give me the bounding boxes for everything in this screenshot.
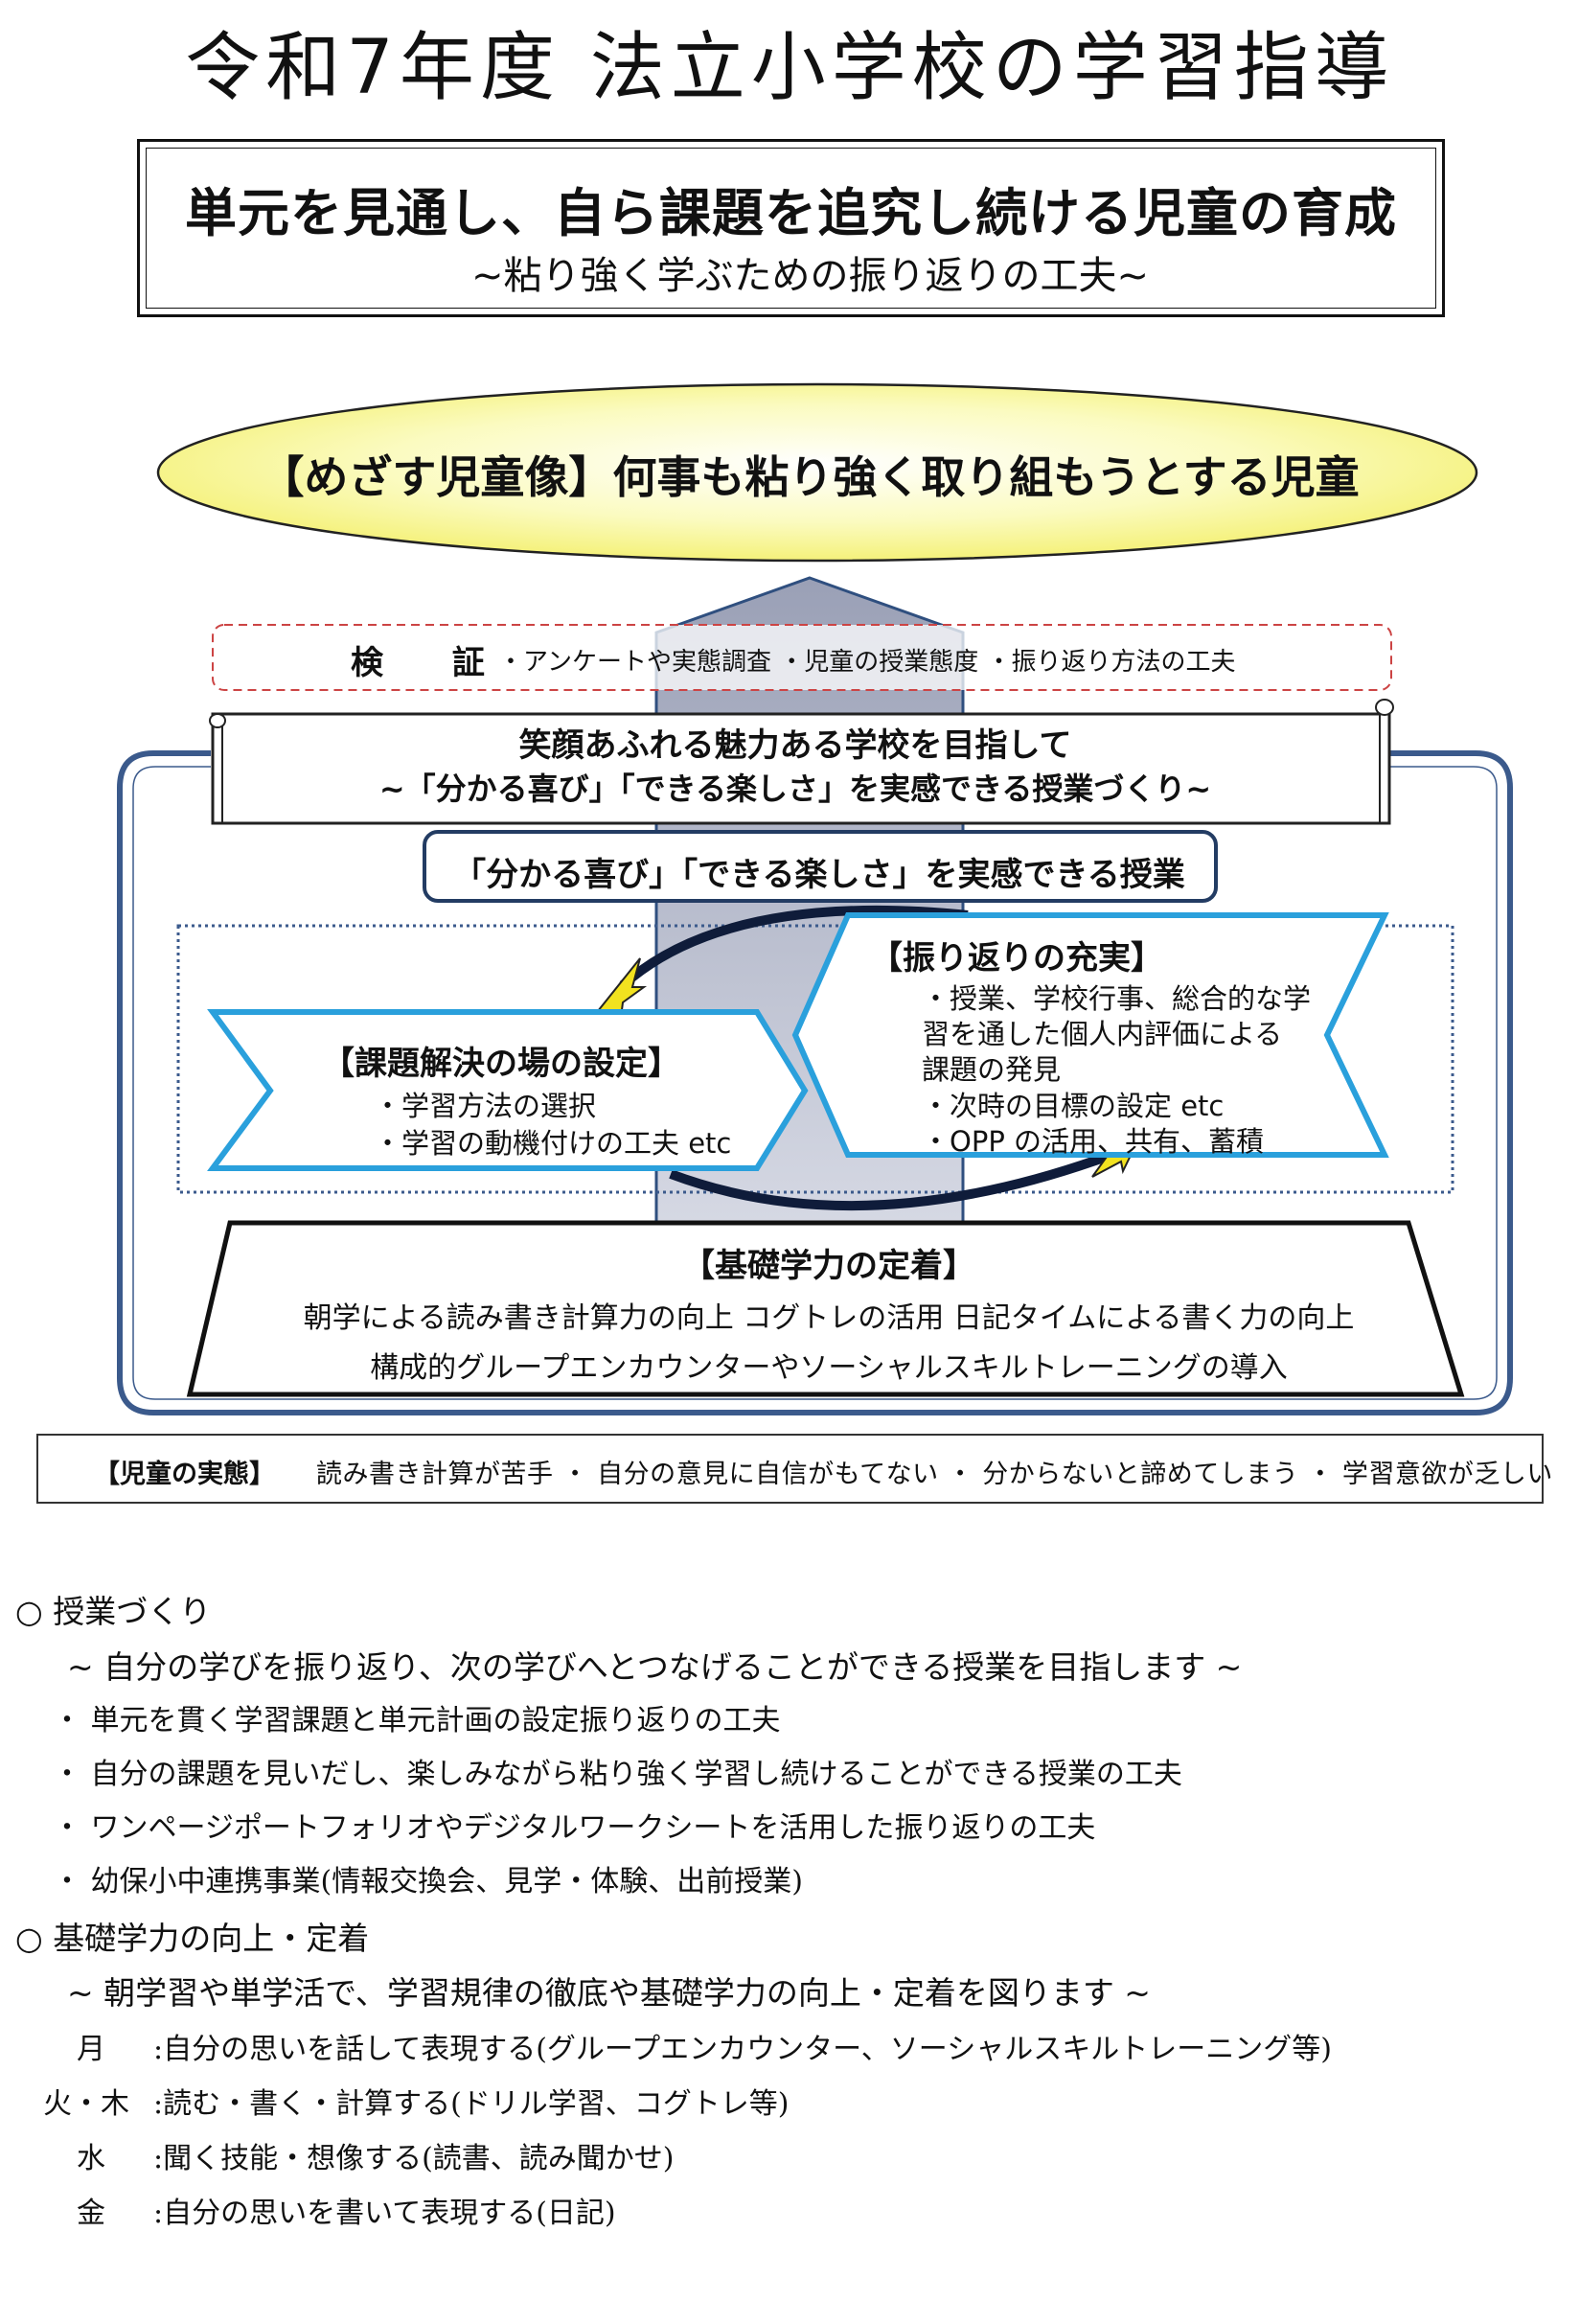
section1-item: ・ 自分の課題を見いだし、楽しみながら粘り強く学習し続けることができる授業の工夫 <box>53 1758 1182 1791</box>
reflection-item: ・授業、学校行事、総合的な学 <box>922 982 1312 1015</box>
outer-frame <box>117 750 1513 1415</box>
reflection-chevron <box>791 912 1389 1158</box>
theme-sub: ~粘り強く学ぶための振り返りの工夫~ <box>470 254 1150 298</box>
theme-main: 単元を見通し、自ら課題を追究し続ける児童の育成 <box>185 183 1397 243</box>
reflection-item: ・次時の目標の設定 etc <box>922 1090 1225 1122</box>
child-status-box <box>36 1434 1544 1504</box>
motto-scroll <box>211 712 1391 825</box>
cycle-arrowhead-left <box>593 957 648 1020</box>
reflection-item: 課題の発見 <box>922 1053 1062 1086</box>
section1-subtitle: ~ 自分の学びを振り返り、次の学びへとつなげることができる授業を目指します ~ <box>67 1648 1243 1686</box>
schedule-day: 金 <box>77 2197 105 2230</box>
section1-item: ・ ワンページポートフォリオやデジタルワークシートを活用した振り返りの工夫 <box>53 1811 1096 1845</box>
basic-skills-trapezoid <box>186 1220 1465 1397</box>
verification-box <box>212 624 1392 691</box>
section1-heading: ○ 授業づくり <box>15 1593 212 1630</box>
section2-subtitle: ~ 朝学習や単学活で、学習規律の徹底や基礎学力の向上・定着を図ります ~ <box>67 1974 1151 2012</box>
theme-box <box>137 139 1445 317</box>
section2-heading: ○ 基礎学力の向上・定着 <box>15 1920 370 1957</box>
schedule-text: :自分の思いを話して表現する(グループエンカウンター、ソーシャルスキルトレーニン… <box>153 2033 1332 2066</box>
diagram-graphics <box>117 382 1513 1415</box>
schedule-day: 月 <box>77 2033 105 2066</box>
reflection-title: 【振り返りの充実】 <box>870 939 1163 978</box>
basic-skills-line2: 構成的グループエンカウンターやソーシャルスキルトレーニングの導入 <box>370 1351 1288 1385</box>
problem-solving-chevron <box>207 1009 809 1171</box>
cycle-arc <box>619 905 969 989</box>
problem-solving-item: ・学習方法の選択 <box>374 1090 597 1122</box>
section1-item: ・ 幼保小中連携事業(情報交換会、見学・体験、出前授業) <box>53 1865 803 1898</box>
lesson-text: 「分かる喜び」「できる楽しさ」を実感できる授業 <box>453 856 1185 894</box>
lesson-box <box>423 830 1218 903</box>
child-status-text: 読み書き計算が苦手 ・ 自分の意見に自信がもてない ・ 分からないと諦めてしまう… <box>316 1460 1553 1489</box>
child-status-label: 【児童の実態】 <box>94 1460 275 1489</box>
schedule-day: 火・木 <box>43 2087 129 2121</box>
verification-items: ・アンケートや実態調査 ・児童の授業態度 ・振り返り方法の工夫 <box>498 648 1236 677</box>
motto-line1: 笑顔あふれる魅力ある学校を目指して <box>518 726 1072 765</box>
schedule-text: :聞く技能・想像する(読書、読み聞かせ) <box>153 2142 675 2175</box>
problem-solving-item: ・学習の動機付けの工夫 etc <box>374 1127 732 1160</box>
motto-line2: ~「分かる喜び」「できる楽しさ」を実感できる授業づくり~ <box>378 771 1212 807</box>
section1-item: ・ 単元を貫く学習課題と単元計画の設定振り返りの工夫 <box>53 1704 781 1737</box>
goal-text: 【めざす児童像】何事も粘り強く取り組もうとする児童 <box>260 451 1360 503</box>
basic-skills-title: 【基礎学力の定着】 <box>682 1247 975 1285</box>
basic-skills-line1: 朝学による読み書き計算力の向上 コグトレの活用 日記タイムによる書く力の向上 <box>303 1301 1355 1335</box>
reflection-item: 習を通した個人内評価による <box>922 1018 1283 1050</box>
verification-label: 検 証 <box>351 644 514 682</box>
reflection-item: ・OPP の活用、共有、蓄積 <box>922 1125 1265 1158</box>
problem-solving-title: 【課題解決の場の設定】 <box>322 1045 680 1083</box>
goal-ellipse <box>156 382 1478 563</box>
dotted-area <box>176 924 1454 1194</box>
schedule-day: 水 <box>77 2142 105 2175</box>
schedule-text: :自分の思いを書いて表現する(日記) <box>153 2197 616 2230</box>
page-title: 令和7年度 法立小学校の学習指導 <box>185 25 1395 111</box>
schedule-text: :読む・書く・計算する(ドリル学習、コグトレ等) <box>153 2087 790 2121</box>
